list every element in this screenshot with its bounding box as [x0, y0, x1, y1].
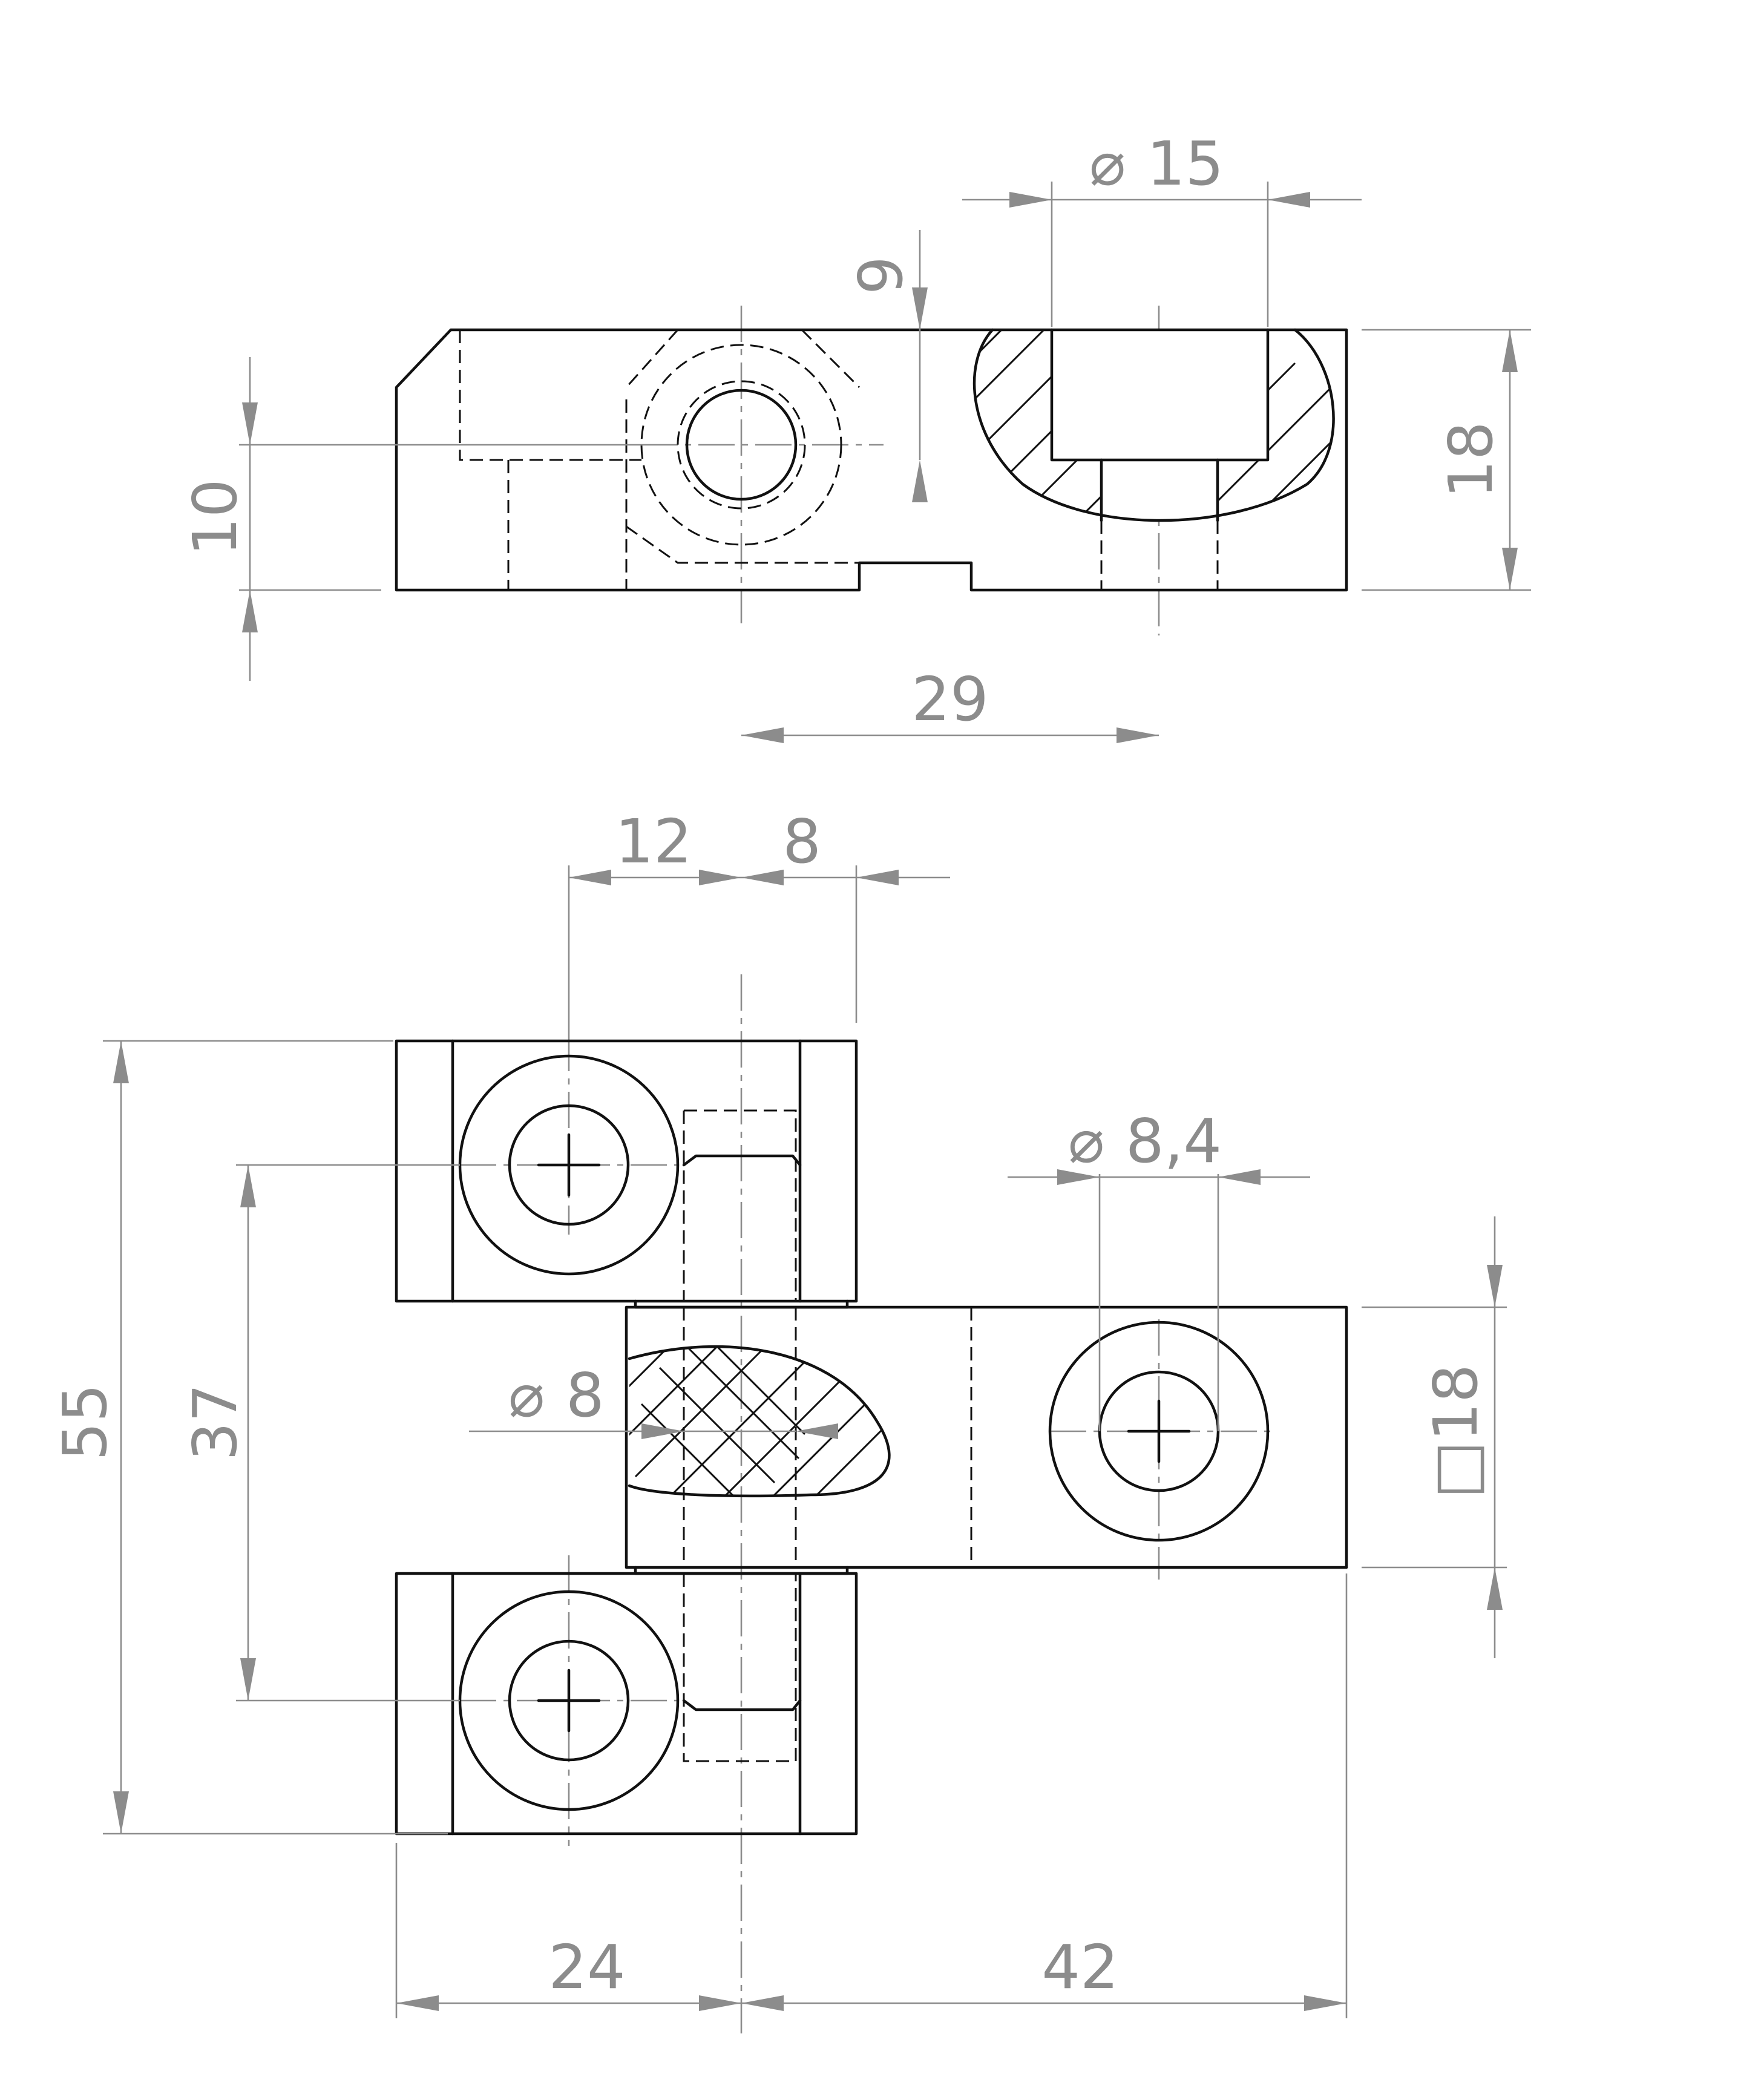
dimension-lines — [103, 182, 1531, 2018]
top-view — [395, 306, 1348, 635]
dim-text-left-width-24: 24 — [548, 1932, 625, 2003]
top-view-pin-circle — [685, 389, 798, 501]
dim-text-hole-spacing-37: 37 — [180, 1383, 251, 1460]
dim-symbol-diameter-8-4: ⌀ — [1068, 1106, 1104, 1176]
dim-text-offset-8: 8 — [782, 806, 821, 877]
top-view-section-boundary — [972, 328, 1335, 522]
dimension-texts: ⌀ 15 9 18 10 29 12 8 ⌀ 8,4 ⌀ 8 □18 55 37… — [50, 128, 1506, 2003]
dim-symbol-diameter-8: ⌀ — [508, 1360, 545, 1431]
top-view-counterbore — [1050, 328, 1270, 462]
dim-text-pin-diameter-8: 8 — [566, 1360, 605, 1431]
dim-text-axis-offset-29: 29 — [911, 664, 988, 735]
top-view-hatching — [974, 330, 1334, 520]
dim-text-square-section-18: □18 — [1420, 1364, 1491, 1498]
dim-symbol-diameter-15: ⌀ — [1089, 128, 1126, 199]
top-knuckle — [395, 1039, 858, 1303]
bottom-knuckle — [395, 1572, 858, 1836]
top-view-outline — [395, 328, 1348, 592]
dim-text-hole-diameter-15: 15 — [1147, 128, 1224, 199]
center-leaf — [625, 1305, 1348, 1569]
top-view-through-bore — [1100, 458, 1219, 522]
top-view-hidden-features — [459, 329, 861, 590]
top-view-hidden-bore — [1100, 520, 1219, 590]
front-view — [395, 974, 1348, 2033]
front-section-boundary — [628, 1345, 891, 1498]
dim-text-axis-height-10: 10 — [180, 479, 251, 556]
dim-text-right-width-42: 42 — [1041, 1932, 1118, 2003]
dim-text-offset-12: 12 — [615, 806, 692, 877]
dim-text-height-18: 18 — [1435, 421, 1506, 498]
dim-text-overall-height-55: 55 — [50, 1383, 120, 1460]
dim-text-bore-diameter-8-4: 8,4 — [1126, 1106, 1222, 1176]
top-view-centerlines — [641, 306, 1160, 635]
dim-text-counterbore-depth-9: 9 — [845, 256, 916, 295]
